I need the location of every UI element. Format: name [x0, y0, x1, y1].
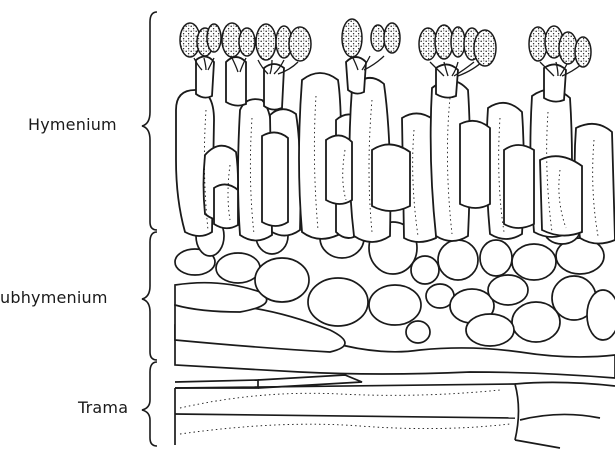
spore — [384, 23, 400, 53]
spore — [256, 24, 276, 60]
sterigmata — [194, 56, 582, 76]
trama-hyphae — [175, 375, 615, 448]
trama-label: Trama — [78, 398, 128, 417]
subhymenium-label: ubhymenium — [0, 288, 108, 307]
spore — [239, 28, 255, 56]
hymenium-cells — [176, 56, 615, 243]
spore — [474, 30, 496, 66]
trama-brace — [142, 362, 157, 446]
spore — [529, 27, 547, 61]
hymenium-brace — [142, 12, 157, 230]
spore — [342, 19, 362, 57]
spore — [559, 32, 577, 64]
label-braces — [142, 12, 157, 446]
spore — [371, 25, 385, 51]
subhymenium-brace — [142, 232, 157, 360]
trama-dotted-lines — [180, 390, 510, 434]
spore — [575, 37, 591, 67]
spore — [451, 27, 465, 57]
spore — [289, 27, 311, 61]
hymenium-label: Hymenium — [28, 115, 117, 134]
subhymenium-cells — [175, 216, 615, 378]
spore — [207, 24, 221, 52]
spore — [419, 28, 437, 60]
